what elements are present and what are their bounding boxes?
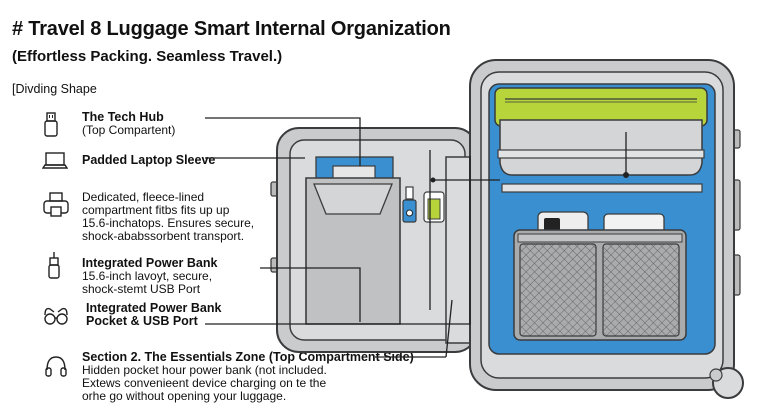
callout-title: Integrated Power Bank	[82, 256, 218, 270]
leader-lines	[205, 117, 627, 358]
callout-power-bank: Integrated Power Bank 15.6-inch lavoyt, …	[82, 257, 217, 296]
callout-laptop-sleeve: Padded Laptop Sleeve	[82, 154, 215, 167]
callout-line: 15.6-inchatops. Ensures secure,	[82, 216, 255, 230]
page-title: # Travel 8 Luggage Smart Internal Organi…	[12, 18, 451, 40]
headphones-icon	[44, 354, 68, 383]
callout-line: Hidden pocket hour power bank (not inclu…	[82, 363, 327, 377]
glasses-icon	[42, 306, 70, 331]
callout-line: (Top Compartent)	[82, 123, 176, 137]
leader-dot	[430, 177, 436, 183]
callout-title: The Tech Hub	[82, 110, 164, 124]
section-label: [Divding Shape	[12, 82, 97, 96]
usb-plug-icon	[44, 112, 58, 143]
callout-title: Section 2. The Essentials Zone (Top Comp…	[82, 350, 414, 364]
power-cable-icon	[47, 252, 61, 285]
leader-dot	[623, 172, 629, 178]
callout-title: Padded Laptop Sleeve	[82, 153, 216, 167]
callout-line: 15.6-inch lavoyt, secure,	[82, 269, 213, 283]
page-subtitle: (Effortless Packing. Seamless Travel.)	[12, 48, 283, 65]
callout-line: Extews convenieent device charging on te…	[82, 376, 327, 390]
luggage-shell	[469, 59, 744, 399]
printer-icon	[42, 192, 70, 223]
luggage-lid	[270, 127, 478, 353]
callout-fleece-lined: Dedicated, fleece-lined compartment fitb…	[82, 191, 254, 243]
callout-line: shock-stemt USB Port	[82, 282, 201, 296]
callout-line: orhe go without opening your luggage.	[82, 389, 287, 403]
callout-tech-hub: The Tech Hub (Top Compartent)	[82, 111, 175, 137]
callout-line: shock-ababssorbent transport.	[82, 229, 245, 243]
callout-line: Pocket & USB Port	[86, 314, 198, 328]
callout-line: compartment fitbs fits up up	[82, 203, 230, 217]
callout-power-bank-pocket: Integrated Power Bank Pocket & USB Port	[86, 302, 221, 328]
callout-essentials-zone: Section 2. The Essentials Zone (Top Comp…	[82, 351, 414, 403]
callout-line: Dedicated, fleece-lined	[82, 190, 205, 204]
callout-title: Integrated Power Bank	[86, 301, 222, 315]
laptop-icon	[41, 152, 69, 175]
